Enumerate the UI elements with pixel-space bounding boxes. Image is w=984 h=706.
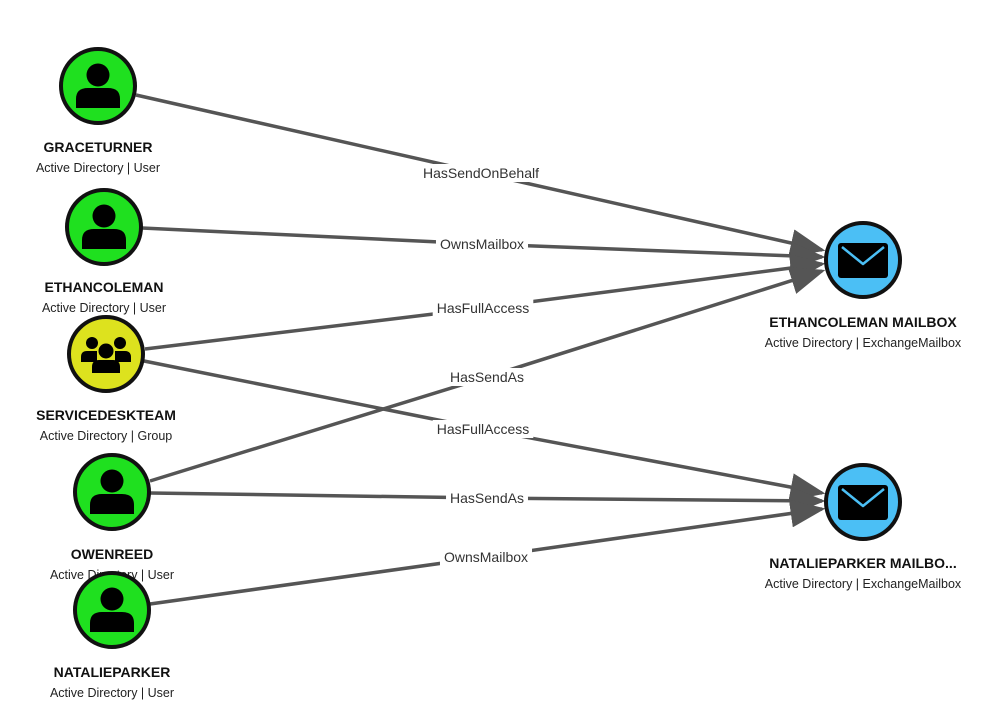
node-graceturner[interactable]: GRACETURNER Active Directory | User xyxy=(36,47,160,175)
node-natalieparker-mailbox[interactable]: NATALIEPARKER MAILBO... Active Directory … xyxy=(765,463,962,591)
user-icon xyxy=(82,204,126,249)
edge-label-background xyxy=(432,420,534,438)
envelope-icon xyxy=(838,485,888,520)
node-subtitle: Active Directory | User xyxy=(50,686,174,700)
node-title: OWENREED xyxy=(71,546,153,562)
envelope-icon xyxy=(838,243,888,278)
edge-labels-layer: HasSendOnBehalfOwnsMailboxHasFullAccessH… xyxy=(419,164,544,566)
node-subtitle: Active Directory | ExchangeMailbox xyxy=(765,336,962,350)
node-title: GRACETURNER xyxy=(44,139,153,155)
edge-label-text: HasFullAccess xyxy=(437,300,530,316)
edge-label-background xyxy=(446,368,528,386)
edge-label-text: HasFullAccess xyxy=(437,421,530,437)
node-title: ETHANCOLEMAN xyxy=(45,279,164,295)
edge-label-text: HasSendAs xyxy=(450,490,524,506)
node-ethancoleman[interactable]: ETHANCOLEMAN Active Directory | User xyxy=(42,188,166,315)
node-title: NATALIEPARKER xyxy=(54,664,171,680)
edge-label-text: HasSendOnBehalf xyxy=(423,165,539,181)
edge-label-background xyxy=(439,548,533,566)
node-subtitle: Active Directory | ExchangeMailbox xyxy=(765,577,962,591)
edge-label-text: OwnsMailbox xyxy=(444,549,528,565)
edge-label[interactable]: OwnsMailbox xyxy=(439,548,533,566)
edge-label[interactable]: HasSendAs xyxy=(446,368,528,386)
edge-label-background xyxy=(432,299,534,317)
group-icon xyxy=(81,337,131,373)
user-icon xyxy=(90,587,134,632)
node-ethancoleman-mailbox[interactable]: ETHANCOLEMAN MAILBOX Active Directory | E… xyxy=(765,221,962,350)
edge-label[interactable]: HasFullAccess xyxy=(432,299,534,317)
edge-label[interactable]: OwnsMailbox xyxy=(435,235,529,253)
node-title: SERVICEDESKTEAM xyxy=(36,407,176,423)
node-title: NATALIEPARKER MAILBO... xyxy=(769,555,956,571)
user-icon xyxy=(90,469,134,514)
edge-label-text: OwnsMailbox xyxy=(440,236,524,252)
node-natalieparker[interactable]: NATALIEPARKER Active Directory | User xyxy=(50,571,174,700)
edge-label-background xyxy=(419,164,544,182)
edge-label-background xyxy=(435,235,529,253)
edge-label-text: HasSendAs xyxy=(450,369,524,385)
node-subtitle: Active Directory | User xyxy=(36,161,160,175)
node-servicedeskteam[interactable]: SERVICEDESKTEAM Active Directory | Group xyxy=(36,315,176,443)
node-subtitle: Active Directory | Group xyxy=(40,429,173,443)
user-icon xyxy=(76,63,120,108)
node-subtitle: Active Directory | User xyxy=(42,301,166,315)
edge-label[interactable]: HasSendOnBehalf xyxy=(419,164,544,182)
node-title: ETHANCOLEMAN MAILBOX xyxy=(769,314,957,330)
edge-label[interactable]: HasFullAccess xyxy=(432,420,534,438)
edge-label-background xyxy=(446,489,528,507)
edge-label[interactable]: HasSendAs xyxy=(446,489,528,507)
